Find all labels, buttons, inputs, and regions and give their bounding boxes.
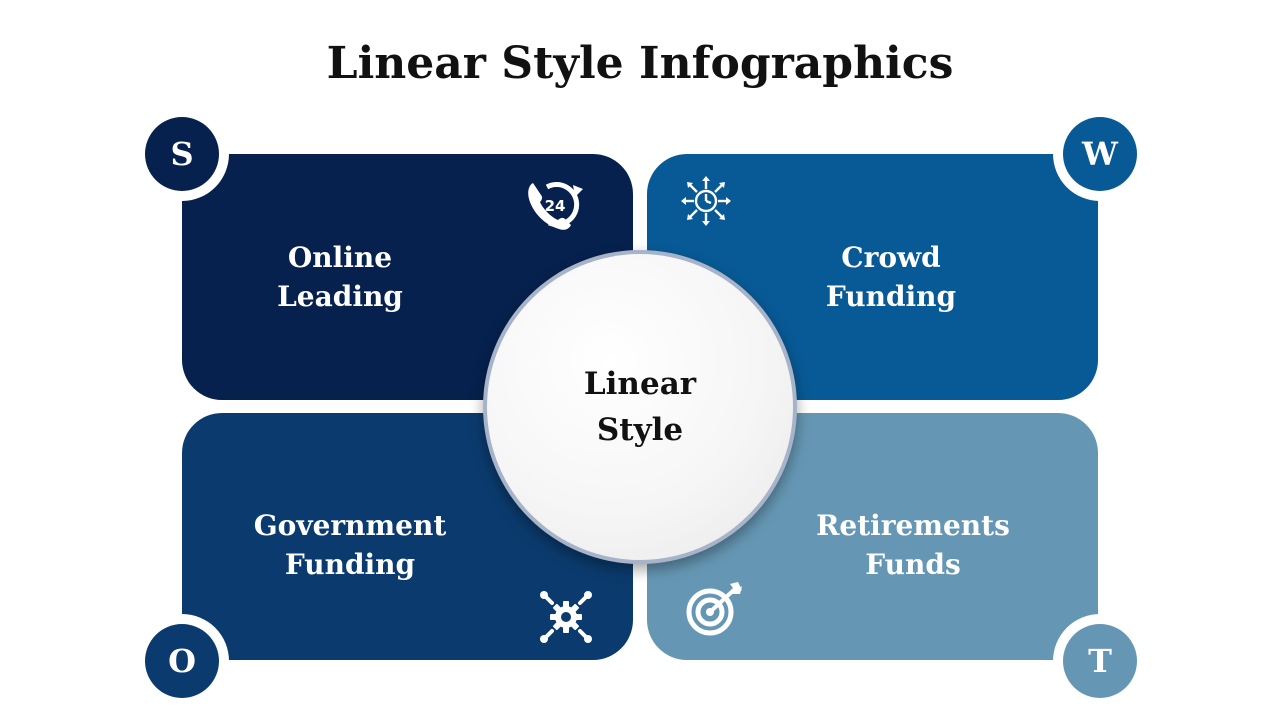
quadrant-s-line2: Leading bbox=[277, 280, 403, 313]
badge-o: O bbox=[145, 624, 219, 698]
quadrant-t-line2: Funds bbox=[865, 548, 961, 581]
center-label: Linear Style bbox=[584, 361, 696, 453]
center-line2: Style bbox=[596, 412, 684, 448]
page-title: Linear Style Infographics bbox=[326, 38, 954, 89]
gear-tools-icon bbox=[540, 591, 592, 643]
quadrant-o-label: Government Funding bbox=[225, 506, 475, 584]
quadrant-s-label: Online Leading bbox=[240, 238, 440, 316]
phone-24-icon: 24 bbox=[528, 182, 583, 230]
quadrant-s-line1: Online bbox=[287, 241, 393, 274]
quadrant-w-label: Crowd Funding bbox=[791, 238, 991, 316]
quadrant-t-label: Retirements Funds bbox=[788, 506, 1038, 584]
clock-arrows-icon bbox=[681, 176, 731, 226]
center-circle: Linear Style bbox=[487, 254, 793, 560]
quadrant-w-line1: Crowd bbox=[841, 241, 941, 274]
target-arrow-icon bbox=[686, 582, 742, 636]
quadrant-t-line1: Retirements bbox=[816, 509, 1010, 542]
quadrant-o-line2: Funding bbox=[284, 548, 416, 581]
quadrant-w-line2: Funding bbox=[825, 280, 957, 313]
badge-s: S bbox=[145, 117, 219, 191]
quadrant-o-line1: Government bbox=[253, 509, 447, 542]
badge-w: W bbox=[1063, 117, 1137, 191]
center-line1: Linear bbox=[583, 366, 697, 402]
phone-24-text: 24 bbox=[545, 197, 566, 215]
badge-t: T bbox=[1063, 624, 1137, 698]
